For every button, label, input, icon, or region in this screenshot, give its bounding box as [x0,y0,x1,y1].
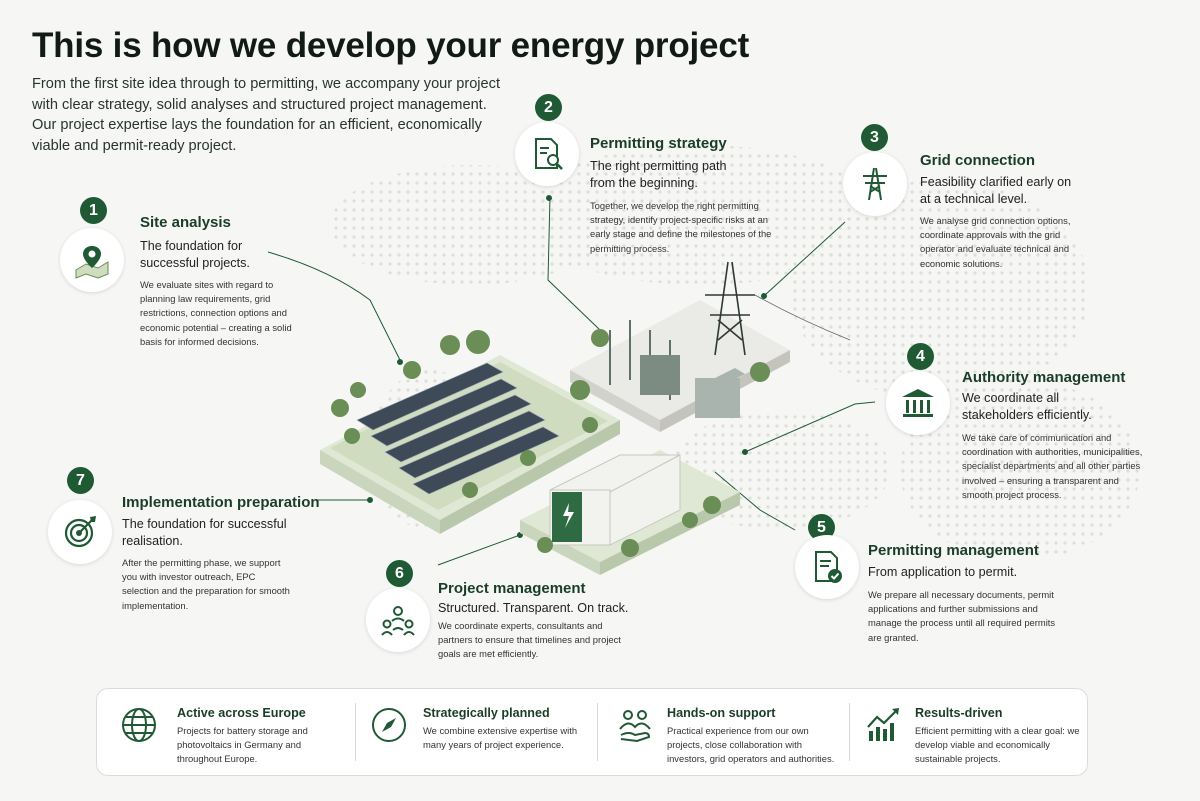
step-1-title: Site analysis [140,214,231,231]
footer-divider [355,703,356,761]
benefits-footer: Active across Europe Projects for batter… [96,688,1088,776]
step-4-body: We take care of communication and coordi… [962,432,1143,500]
target-icon [64,516,96,548]
government-building-icon [902,389,934,417]
benefit-body-results: Efficient permitting with a clear goal: … [915,725,1080,764]
step-2-body: Together, we develop the right permittin… [590,200,772,254]
step-7-number: 7 [67,467,94,494]
step-7-body: After the permitting phase, we support y… [122,557,290,611]
step-1-icon-circle [60,228,124,292]
document-search-icon [535,138,563,170]
step-7-subtitle: The foundation for successful realisatio… [122,517,287,548]
step-7-icon-circle [48,500,112,564]
step-5-title: Permitting management [868,542,1039,559]
benefit-body-strategy: We combine extensive expertise with many… [423,725,578,750]
benefit-item-europe: Active across Europe Projects for batter… [97,689,347,775]
step-6-icon-circle [366,588,430,652]
step-3-icon-circle [843,152,907,216]
step-2-number: 2 [535,94,562,121]
benefit-title-strategy: Strategically planned [423,706,550,720]
trees [331,329,770,557]
step-5-body: We prepare all necessary documents, perm… [868,589,1056,643]
step-5-icon-circle [795,535,859,599]
benefit-item-results: Results-driven Efficient permitting with… [849,689,1087,775]
benefit-item-support: Hands-on support Practical experience fr… [597,689,847,775]
power-pylon-icon [863,167,887,201]
step-4-number: 4 [907,343,934,370]
handshake-people-icon [619,710,651,743]
benefit-title-results: Results-driven [915,706,1003,720]
footer-divider [849,703,850,761]
page-title: This is how we develop your energy proje… [32,26,750,65]
step-4-icon-circle [886,371,950,435]
map-pin-icon [75,246,109,279]
step-1-body: We evaluate sites with regard to plannin… [140,279,292,347]
team-network-icon [381,606,415,636]
step-6-body: We coordinate experts, consultants and p… [438,620,621,660]
benefit-item-strategy: Strategically planned We combine extensi… [355,689,595,775]
step-4-title: Authority management [962,369,1126,386]
step-2-subtitle: The right permitting path from the begin… [590,159,727,190]
step-4-subtitle: We coordinate all stakeholders efficient… [962,391,1092,422]
step-2-title: Permitting strategy [590,135,727,152]
step-3-number: 3 [861,124,888,151]
step-2-icon-circle [515,122,579,186]
step-5-subtitle: From application to permit. [868,565,1018,579]
growth-chart-icon [867,708,899,741]
step-6-number: 6 [386,560,413,587]
benefit-title-support: Hands-on support [667,706,776,720]
step-3-body: We analyse grid connection options, coor… [920,215,1071,269]
step-3-title: Grid connection [920,152,1036,169]
solar-park-platform [320,355,620,534]
intro-text: From the first site idea through to perm… [32,76,501,154]
globe-icon [122,708,156,742]
step-3-subtitle: Feasibility clarified early on at a tech… [920,175,1072,206]
step-1-subtitle: The foundation for successful projects. [140,239,250,270]
step-6-subtitle: Structured. Transparent. On track. [438,601,629,615]
footer-divider [597,703,598,761]
document-check-icon [815,551,842,583]
benefit-body-support: Practical experience from our own projec… [667,725,835,764]
connector-lines [267,195,876,566]
step-7-title: Implementation preparation [122,494,320,511]
step-1-number: 1 [80,197,107,224]
benefit-title-europe: Active across Europe [177,706,306,720]
step-6-title: Project management [438,580,586,597]
benefit-body-europe: Projects for battery storage and photovo… [177,725,308,764]
compass-icon [372,708,406,742]
